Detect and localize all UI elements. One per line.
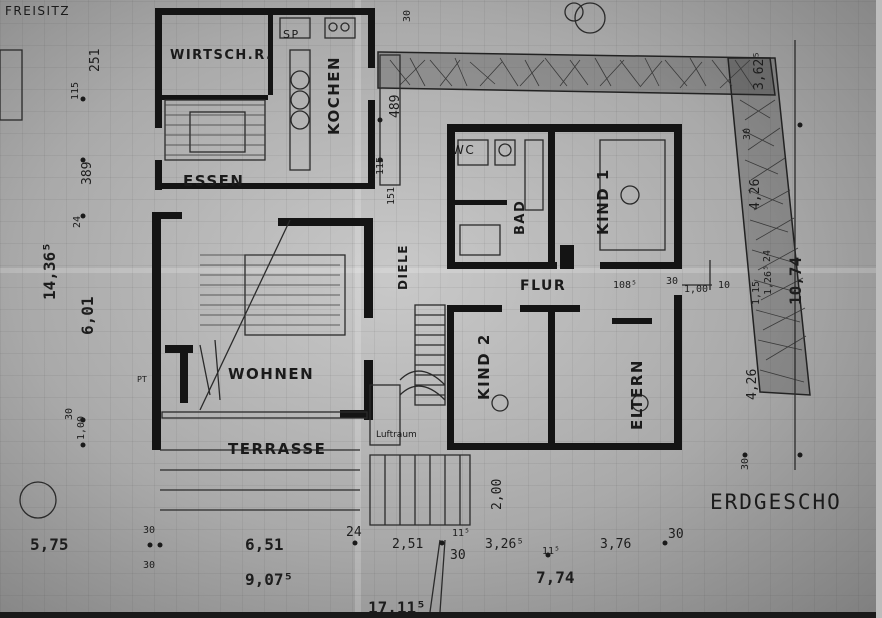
- freisitz-label: FREISITZ: [5, 4, 71, 18]
- dimension: 30: [666, 276, 679, 287]
- dimension: 1,00: [76, 415, 87, 440]
- dimension: 30: [143, 560, 156, 571]
- paper-fold: [355, 0, 361, 618]
- stone-path: [377, 51, 811, 396]
- dimension: 115: [375, 156, 386, 175]
- dimension: 489: [388, 94, 403, 118]
- dimension: 7,74: [536, 568, 575, 587]
- room-label-kind-2: KIND 2: [475, 333, 493, 400]
- dimension: 30: [450, 548, 466, 563]
- dimension: 11⁵: [542, 546, 561, 557]
- dimension: 1,15: [751, 280, 762, 305]
- label-luftraum: Luftraum: [376, 430, 417, 440]
- room-label-kochen: KOCHEN: [325, 55, 343, 135]
- label-pt: PT: [137, 375, 147, 384]
- dimension: 389: [80, 161, 95, 185]
- dimension: 1,26⁵: [763, 264, 774, 295]
- dimension: 2,00: [490, 478, 505, 510]
- dimension: 5,75: [30, 535, 69, 554]
- dimension: 2,51: [392, 537, 424, 552]
- dimension-total-depth: 14,36⁵: [40, 242, 59, 300]
- scan-edge: [876, 0, 882, 618]
- dimension: 30: [742, 127, 753, 140]
- interior-lines: [0, 2, 796, 613]
- dimension: 11⁵: [452, 528, 471, 539]
- dimension: 6,51: [245, 535, 284, 554]
- dimension: 30: [668, 527, 684, 542]
- dimension: 9,07⁵: [245, 570, 294, 589]
- walls: [152, 8, 682, 450]
- room-label-flur: FLUR: [520, 278, 567, 294]
- dimension: 3,62⁵: [752, 50, 767, 90]
- room-label-wirtschaftsraum: WIRTSCH.R.: [170, 48, 273, 63]
- dimension: 10,74: [786, 256, 805, 305]
- dimension: 30: [64, 407, 75, 420]
- dimension: 24: [346, 525, 362, 540]
- room-label-speisekammer: SP: [283, 28, 300, 41]
- dimension: 3,76: [600, 537, 632, 552]
- room-label-essen: ESSEN: [183, 172, 245, 190]
- paper-fold: [0, 268, 882, 273]
- dimension: 251: [88, 48, 103, 72]
- room-label-diele: DIELE: [396, 244, 410, 290]
- dimension: 115: [70, 81, 81, 100]
- dimension: 151: [386, 186, 397, 205]
- room-label-kind-1: KIND 1: [594, 168, 612, 235]
- dimension: 24: [762, 249, 773, 262]
- scan-edge: [0, 612, 882, 618]
- dimension: 4,26: [748, 178, 763, 210]
- room-label-wohnen: WOHNEN: [228, 365, 315, 383]
- dimension: 30: [740, 457, 751, 470]
- dimension: 10: [718, 280, 731, 291]
- room-label-bad: BAD: [513, 199, 528, 235]
- dimension: 30: [402, 9, 413, 22]
- room-label-eltern: ELTERN: [628, 359, 646, 430]
- dimension-markers: [80, 96, 803, 558]
- dimension: 1,00: [684, 284, 709, 295]
- dimension: 3,26⁵: [485, 537, 525, 552]
- dimension: 108⁵: [613, 280, 638, 291]
- dimension: 30: [143, 525, 156, 536]
- room-label-terrasse: TERRASSE: [228, 440, 327, 458]
- dimension: 6,01: [78, 296, 97, 335]
- dimension: 4,26: [745, 368, 760, 400]
- floor-title: ERDGESCHO: [710, 490, 842, 514]
- dimension: 24: [72, 215, 83, 228]
- room-label-wc: WC: [452, 143, 476, 157]
